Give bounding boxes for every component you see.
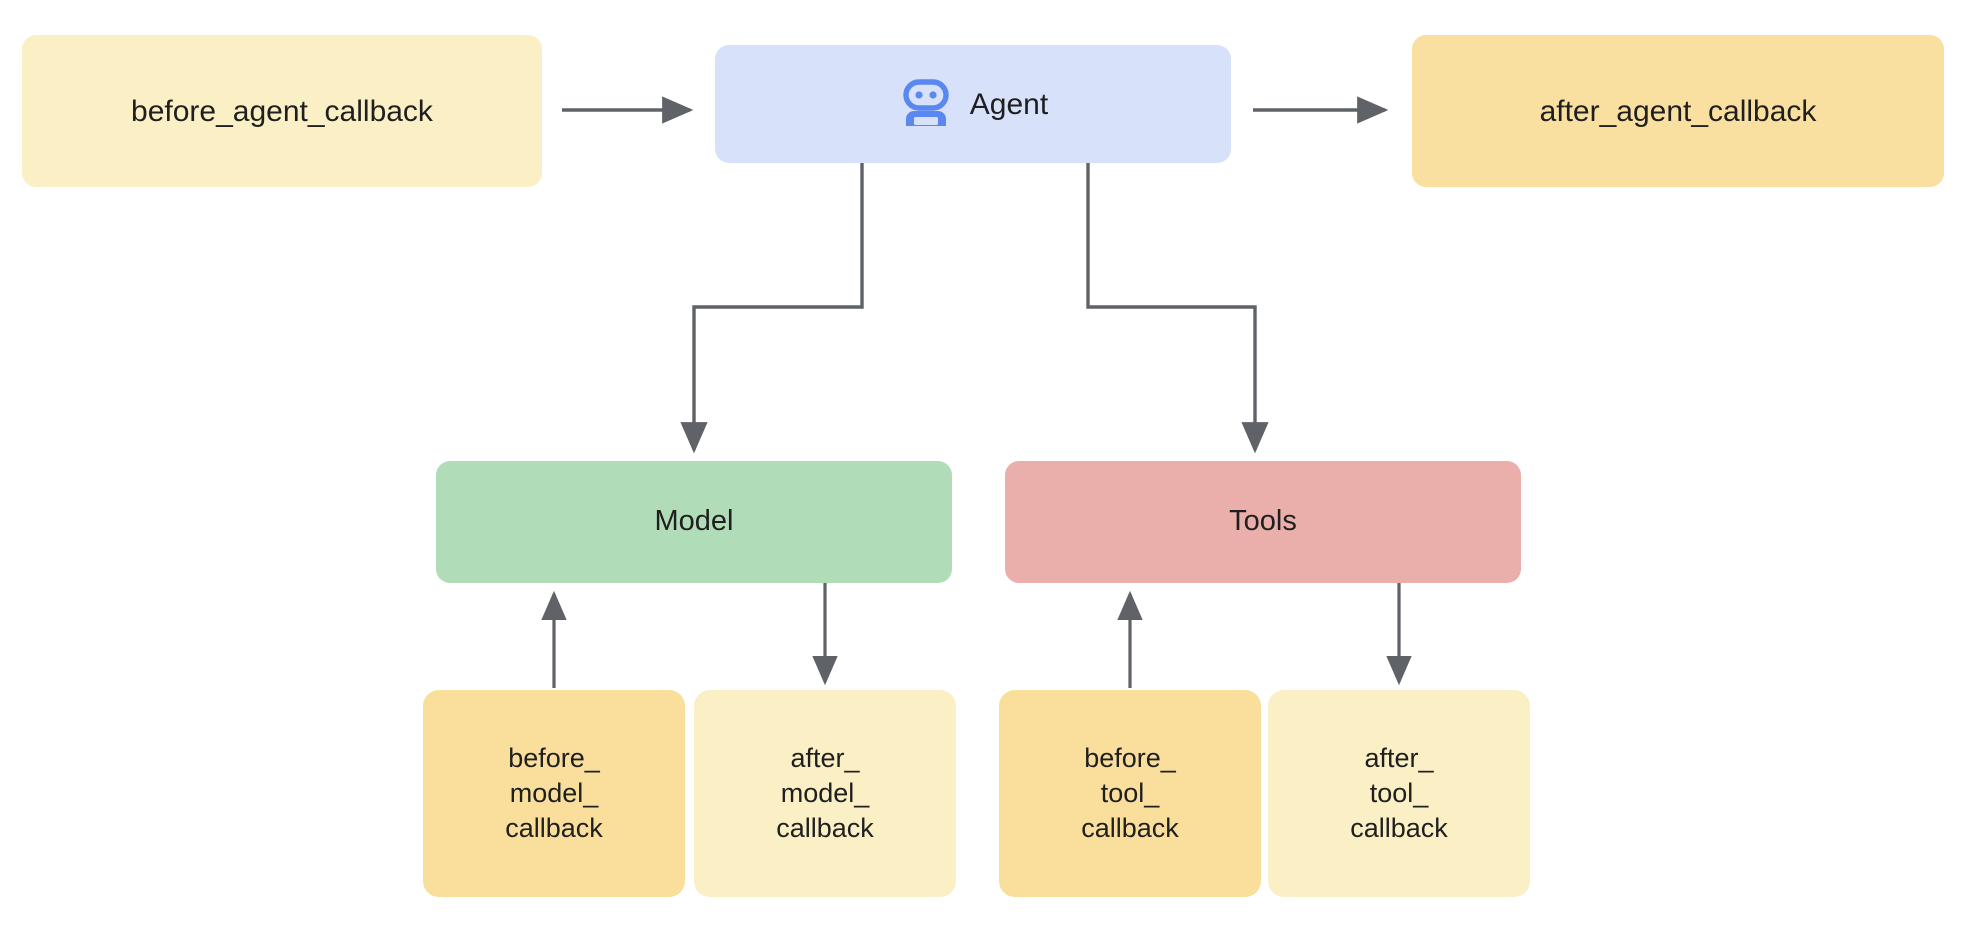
robot-icon [898,76,954,132]
node-after-agent-callback[interactable]: after_agent_callback [1412,35,1944,187]
node-after-model-callback-label: after_ model_ callback [776,742,874,844]
node-before-tool-callback[interactable]: before_ tool_ callback [999,690,1261,897]
edge-agent-to-model [680,163,864,454]
node-after-model-callback[interactable]: after_ model_ callback [694,690,956,897]
node-model[interactable]: Model [436,461,952,583]
node-after-tool-callback[interactable]: after_ tool_ callback [1268,690,1530,897]
node-tools-label: Tools [1229,505,1297,538]
node-after-tool-callback-label: after_ tool_ callback [1350,742,1448,844]
node-tools[interactable]: Tools [1005,461,1521,583]
node-after-agent-callback-label: after_agent_callback [1539,94,1817,128]
node-before-tool-callback-label: before_ tool_ callback [1081,742,1179,844]
node-model-label: Model [654,505,734,538]
node-agent[interactable]: Agent [715,45,1231,163]
node-before-model-callback[interactable]: before_ model_ callback [423,690,685,897]
edge-agent-to-tools [1086,163,1269,454]
node-before-agent-callback-label: before_agent_callback [131,94,433,128]
node-agent-label: Agent [969,87,1049,121]
node-before-agent-callback[interactable]: before_agent_callback [22,35,542,187]
node-before-model-callback-label: before_ model_ callback [505,742,603,844]
